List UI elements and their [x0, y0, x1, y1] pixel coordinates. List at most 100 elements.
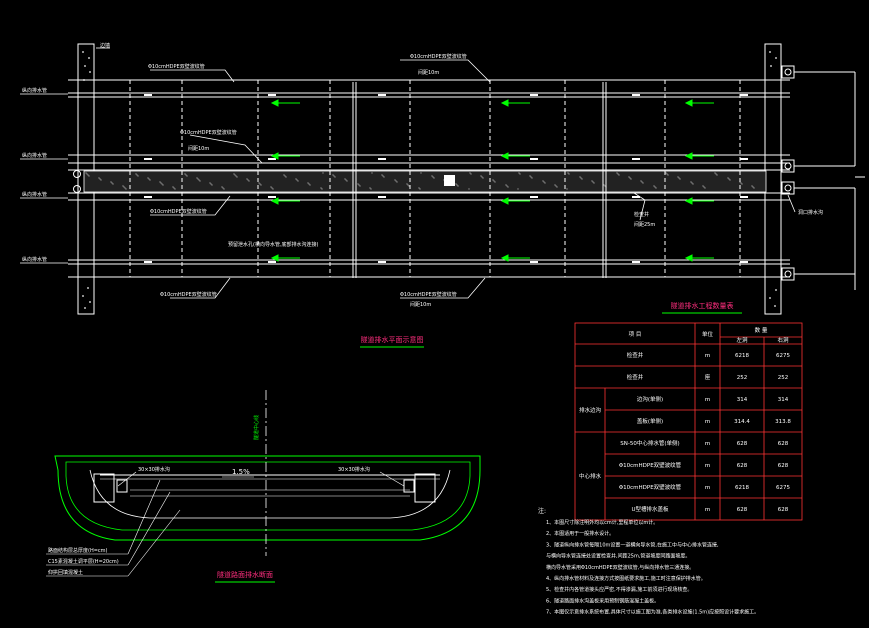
- median-dot: [344, 178, 346, 180]
- median-dot: [420, 172, 422, 174]
- median-dot: [629, 177, 631, 179]
- median-dot: [307, 182, 309, 184]
- median-dot: [369, 187, 371, 189]
- table-cell-left: 252: [737, 375, 748, 381]
- median-dot: [258, 182, 260, 184]
- median-dot: [456, 184, 458, 186]
- median-dot: [679, 178, 681, 180]
- median-dot: [641, 181, 643, 183]
- median-dot: [285, 176, 287, 178]
- median-dot: [517, 188, 519, 190]
- median-dot: [457, 185, 459, 187]
- note-line: 与横向导水管连接处设置检查井,间距25m,管道坡度同路面坡度。: [546, 553, 690, 560]
- label-pipe-top-mid-sub: 间距10m: [418, 69, 439, 76]
- median-dot: [260, 184, 262, 186]
- table-cell-right: 313.8: [775, 419, 791, 425]
- median-dot: [295, 178, 297, 180]
- median-dot: [272, 188, 274, 190]
- median-dot: [492, 179, 494, 181]
- table-cell-left: 628: [737, 463, 748, 469]
- table-group-label: 排水边沟: [579, 406, 602, 414]
- longitudinal-lines: [68, 79, 790, 278]
- median-dot: [752, 186, 754, 188]
- median-dot: [99, 178, 101, 180]
- median-dot: [690, 181, 692, 183]
- median-dot: [728, 178, 730, 180]
- median-dot: [110, 181, 112, 183]
- median-dot: [100, 179, 102, 181]
- flow-arrows: [270, 99, 714, 262]
- median-dot: [296, 179, 298, 181]
- label-left-row-1: 纵向排水管: [22, 87, 47, 94]
- label-left-row-2: 纵向排水管: [22, 152, 47, 159]
- median-dot: [321, 188, 323, 190]
- plan-labels: 边墙 Φ10cmHDPE双壁波纹管 Φ10cmHDPE双壁波纹管 间距10m Φ…: [22, 42, 823, 308]
- median-dot: [408, 185, 410, 187]
- label-left-wall: 边墙: [100, 42, 110, 49]
- median-dot: [481, 176, 483, 178]
- median-dot: [469, 172, 471, 174]
- median-dot: [677, 176, 679, 178]
- legend-line-1: 路面结构层总厚度(H=cm): [48, 547, 108, 554]
- table-cell-right: 628: [778, 441, 789, 447]
- break-lines: [352, 82, 607, 278]
- median-dot: [666, 173, 668, 175]
- median-dot: [320, 187, 322, 189]
- median-dot: [431, 175, 433, 177]
- median-dot: [332, 174, 334, 176]
- table-cell-right: 628: [778, 507, 789, 513]
- median-dot: [174, 188, 176, 190]
- median-dot: [184, 173, 186, 175]
- legend-leaders: [46, 479, 181, 577]
- median-dot: [529, 175, 531, 177]
- median-dot: [432, 176, 434, 178]
- section-right-callout-leader: [379, 471, 405, 487]
- tick-marks: [144, 94, 748, 263]
- median-dot: [727, 177, 729, 179]
- median-dot: [358, 184, 360, 186]
- median-dot: [221, 186, 223, 188]
- median-dot: [616, 172, 618, 174]
- median-dot: [283, 174, 285, 176]
- median-dot: [592, 181, 594, 183]
- median-dot: [357, 183, 359, 185]
- median-texture: [85, 172, 755, 190]
- median-dot: [233, 173, 235, 175]
- median-dot: [716, 174, 718, 176]
- table-group-label: 中心排水: [579, 472, 602, 480]
- median-dot: [147, 177, 149, 179]
- median-dot: [395, 180, 397, 182]
- median-dot: [161, 183, 163, 185]
- median-dot: [470, 173, 472, 175]
- median-dot: [630, 178, 632, 180]
- median-dot: [580, 177, 582, 179]
- median-dot: [159, 181, 161, 183]
- table-header-qty: 数 量: [755, 326, 768, 334]
- table-title: 隧道排水工程数量表: [671, 301, 734, 310]
- lining-outer: [54, 455, 481, 541]
- label-pipe-bottom-mid: Φ10cmHDPE双壁波纹管: [400, 291, 457, 298]
- median-dot: [87, 174, 89, 176]
- median-dot: [554, 184, 556, 186]
- right-wall-outline: [764, 43, 782, 315]
- table-cell-left: 314.4: [734, 419, 750, 425]
- table-cell-unit: m: [705, 463, 710, 469]
- table-cell-right: 6275: [776, 353, 790, 359]
- drainage-plan: 边墙 Φ10cmHDPE双壁波纹管 Φ10cmHDPE双壁波纹管 间距10m Φ…: [20, 42, 865, 348]
- median-dot: [480, 175, 482, 177]
- label-pipe-bottom-mid-sub: 间距10m: [410, 301, 431, 308]
- median-dot: [124, 187, 126, 189]
- median-dot: [222, 187, 224, 189]
- median-dot: [199, 180, 201, 182]
- table-header-unit: 单位: [702, 330, 714, 338]
- median-dot: [125, 188, 127, 190]
- median-dot: [741, 183, 743, 185]
- median-dot: [359, 185, 361, 187]
- median-dot: [654, 186, 656, 188]
- median-dot: [111, 182, 113, 184]
- median-dot: [223, 188, 225, 190]
- median-dot: [173, 187, 175, 189]
- median-dot: [618, 174, 620, 176]
- median-dot: [270, 186, 272, 188]
- median-dot: [137, 175, 139, 177]
